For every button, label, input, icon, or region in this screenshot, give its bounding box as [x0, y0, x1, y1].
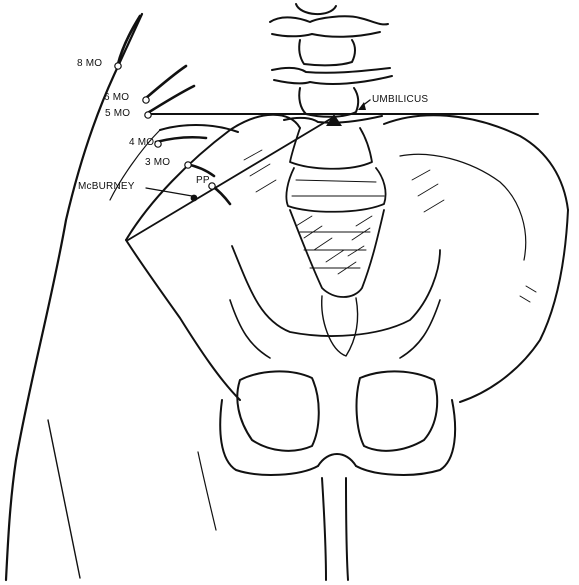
- ilium-right: [384, 115, 568, 402]
- mcburney-line: [128, 118, 332, 240]
- marker-4mo: [155, 141, 161, 147]
- label-pp: PP: [196, 176, 210, 186]
- label-4mo: 4 MO: [129, 138, 154, 148]
- marker-8mo: [115, 63, 121, 69]
- label-8mo: 8 MO: [77, 59, 102, 69]
- arc-4mo: [156, 137, 206, 142]
- marker-5mo: [145, 112, 151, 118]
- ilium-left: [110, 115, 300, 400]
- sacrum: [286, 128, 385, 356]
- mcburney-point: [191, 195, 198, 202]
- mcburney-leader: [146, 188, 192, 196]
- femur-shaft: [322, 478, 348, 580]
- pelvic-inlet: [232, 246, 440, 336]
- thigh-contour: [198, 452, 216, 530]
- label-mcburney: McBURNEY: [78, 182, 135, 192]
- pubis: [220, 371, 455, 475]
- label-umbilicus: UMBILICUS: [372, 95, 428, 105]
- body-contour-inner: [48, 420, 80, 578]
- fundal-arcs: [118, 16, 230, 204]
- marker-3mo: [185, 162, 191, 168]
- label-3mo: 3 MO: [145, 158, 170, 168]
- label-5mo: 5 MO: [105, 109, 130, 119]
- label-6mo: 6 MO: [104, 93, 129, 103]
- marker-6mo: [143, 97, 149, 103]
